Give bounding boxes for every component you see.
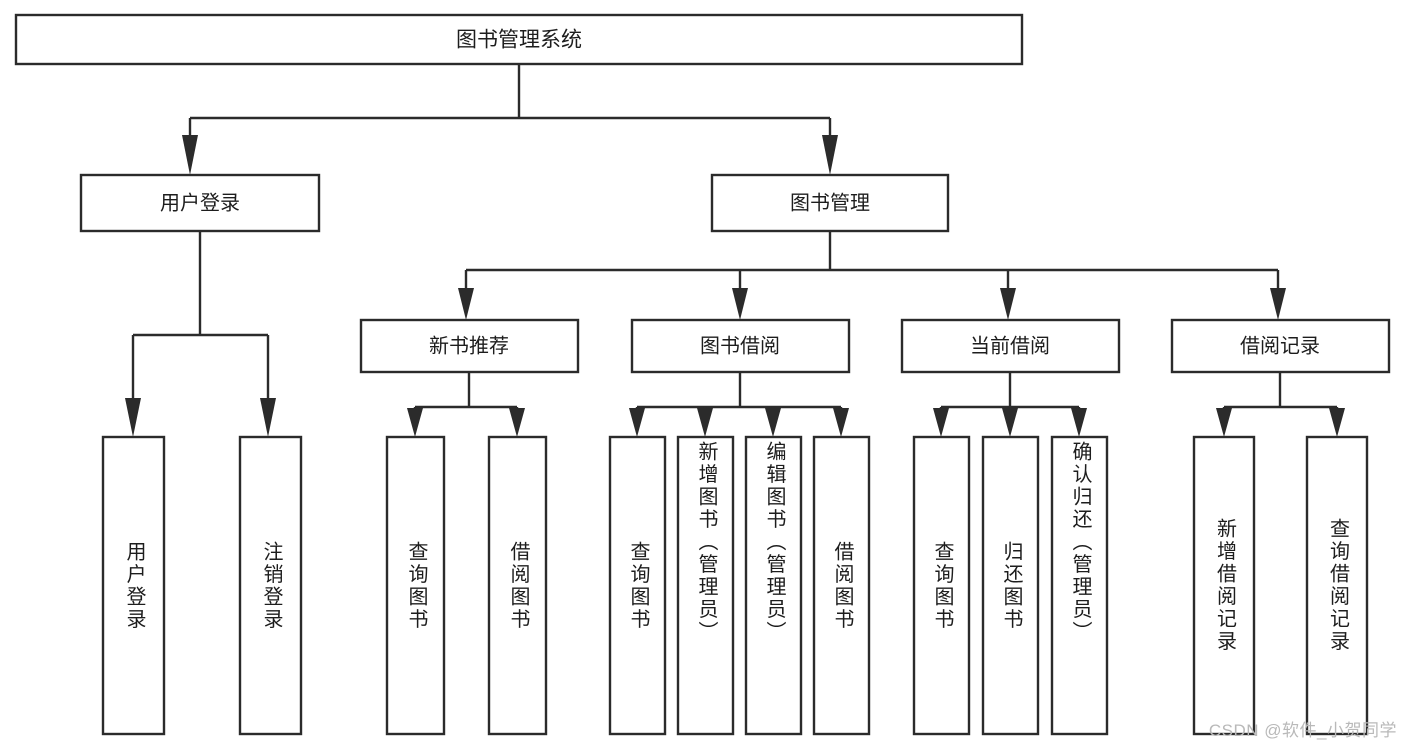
connectors-group — [125, 64, 1345, 437]
arrow-level3-2 — [732, 288, 748, 320]
node-borrow-record-label: 借阅记录 — [1240, 334, 1320, 357]
node-book-manage-box[interactable] — [710, 173, 950, 233]
arrow-leaf-user-login-2 — [260, 398, 276, 437]
node-user-login-box[interactable] — [79, 173, 321, 233]
leaf-box-user-login-1[interactable] — [101, 435, 166, 736]
leaf-box-borrow-2[interactable] — [676, 435, 735, 736]
node-new-book-recommend-box[interactable] — [359, 318, 580, 374]
node-current-borrow-box[interactable] — [900, 318, 1121, 374]
node-root-label: 图书管理系统 — [456, 29, 582, 52]
node-book-borrow[interactable]: 图书借阅 — [630, 318, 851, 374]
arrow-level3-4 — [1270, 288, 1286, 320]
arrow-leaf-record-1 — [1216, 408, 1232, 437]
node-current-borrow[interactable]: 当前借阅 — [900, 318, 1121, 374]
leaf-box-user-login-2[interactable] — [238, 435, 303, 736]
node-book-borrow-label: 图书借阅 — [700, 334, 780, 357]
leaf-box-current-3[interactable] — [1050, 435, 1109, 736]
node-new-book-recommend-label: 新书推荐 — [429, 334, 509, 357]
leaf-box-borrow-3[interactable] — [744, 435, 803, 736]
leaf-box-recommend-1[interactable] — [385, 435, 446, 736]
node-borrow-record[interactable]: 借阅记录 — [1170, 318, 1391, 374]
arrow-leaf-user-login-1 — [125, 398, 141, 437]
arrow-leaf-recommend-2 — [509, 408, 525, 437]
node-root-box[interactable] — [14, 13, 1024, 66]
arrow-leaf-borrow-3 — [765, 408, 781, 437]
arrow-leaf-borrow-4 — [833, 408, 849, 437]
leaf-box-current-2[interactable] — [981, 435, 1040, 736]
node-book-borrow-box[interactable] — [630, 318, 851, 374]
arrow-leaf-recommend-1 — [407, 408, 423, 437]
node-user-login-label: 用户登录 — [160, 191, 240, 214]
leaf-box-borrow-4[interactable] — [812, 435, 871, 736]
arrow-leaf-borrow-1 — [629, 408, 645, 437]
leaf-box-record-2[interactable] — [1305, 435, 1369, 736]
leaf-box-recommend-2[interactable] — [487, 435, 548, 736]
node-new-book-recommend[interactable]: 新书推荐 — [359, 318, 580, 374]
arrow-leaf-record-2 — [1329, 408, 1345, 437]
node-book-manage[interactable]: 图书管理 — [710, 173, 950, 233]
watermark-text: CSDN @软件_小贺同学 — [1208, 721, 1397, 740]
arrow-to-book-manage — [822, 135, 838, 175]
node-book-manage-label: 图书管理 — [790, 191, 870, 214]
arrow-leaf-current-2 — [1002, 408, 1018, 437]
arrow-level3-1 — [458, 288, 474, 320]
node-borrow-record-box[interactable] — [1170, 318, 1391, 374]
arrow-leaf-borrow-2 — [697, 408, 713, 437]
node-user-login[interactable]: 用户登录 — [79, 173, 321, 233]
arrow-to-user-login — [182, 135, 198, 175]
arrow-leaf-current-1 — [933, 408, 949, 437]
leaf-box-current-1[interactable] — [912, 435, 971, 736]
leaf-box-record-1[interactable] — [1192, 435, 1256, 736]
node-current-borrow-label: 当前借阅 — [970, 334, 1050, 357]
arrow-leaf-current-3 — [1071, 408, 1087, 437]
node-root[interactable]: 图书管理系统 — [14, 13, 1024, 66]
leaf-box-borrow-1[interactable] — [608, 435, 667, 736]
arrow-level3-3 — [1000, 288, 1016, 320]
